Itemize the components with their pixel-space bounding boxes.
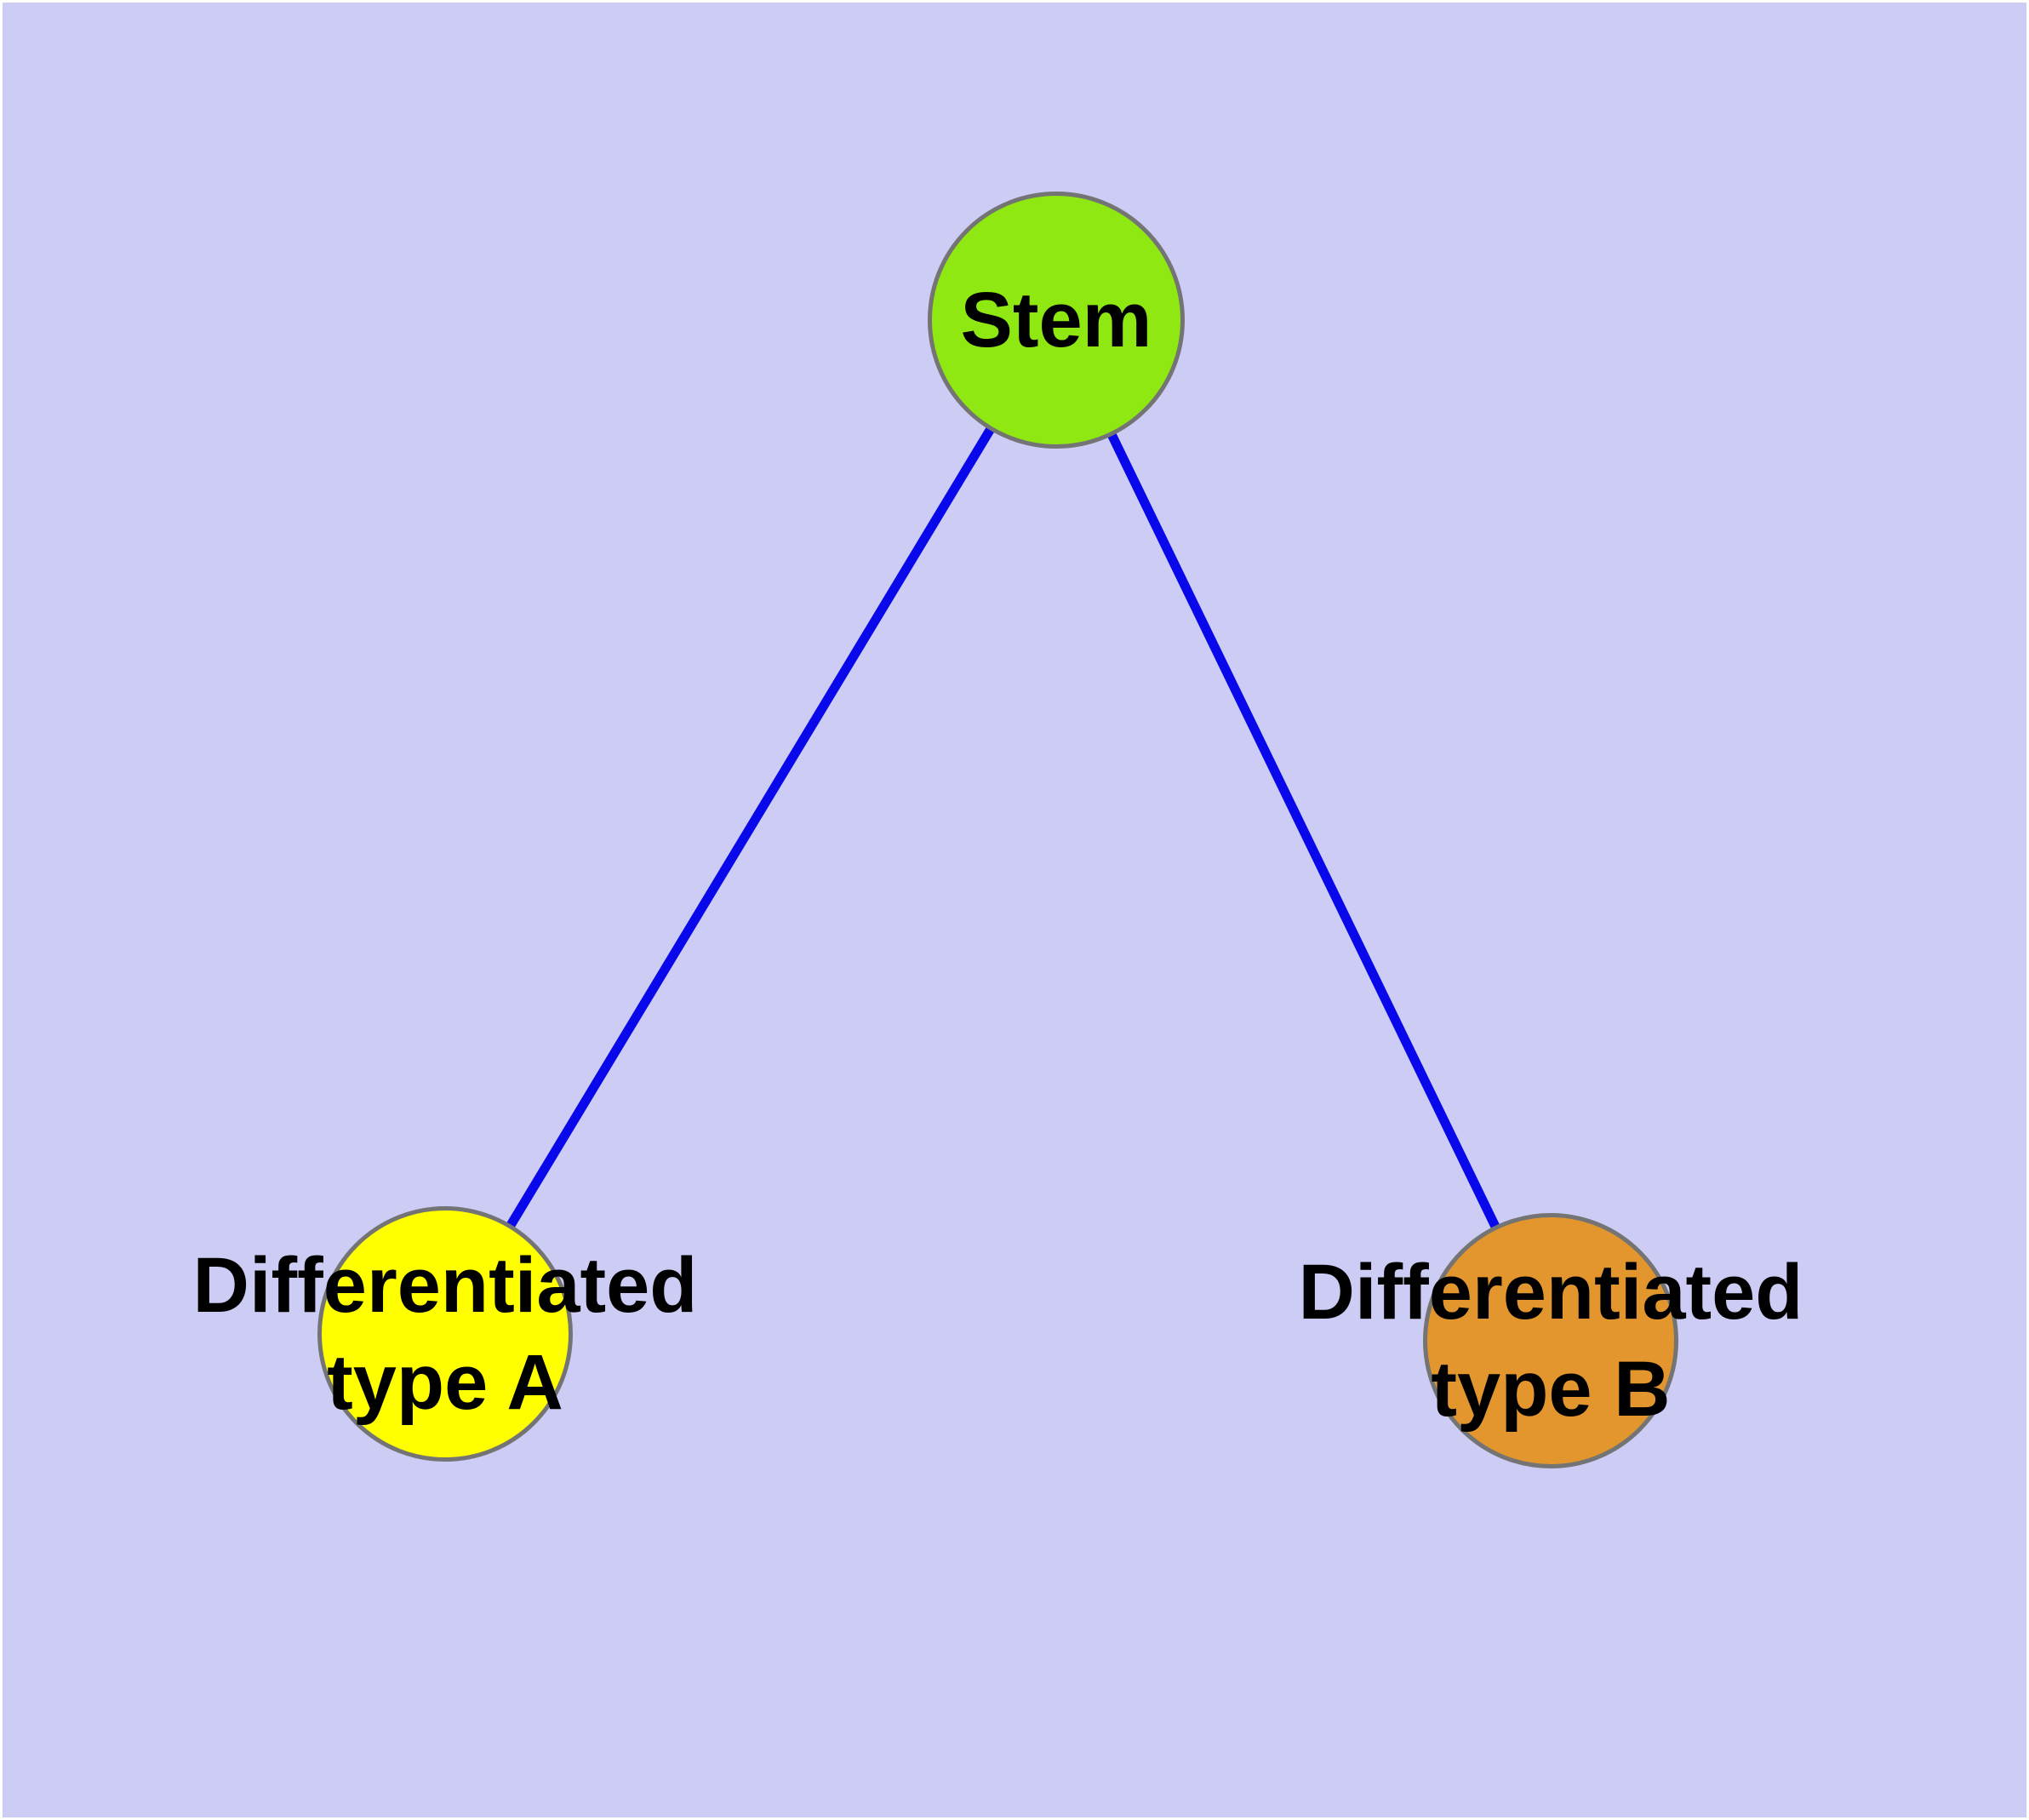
node-differentiated-type-b [1423,1213,1678,1468]
edge-stem-to-type-b [1052,318,1555,1343]
edge-layer [441,318,1555,1343]
edge-stem-to-type-a [441,318,1060,1336]
node-stem [928,192,1185,449]
node-differentiated-type-a [317,1206,573,1462]
